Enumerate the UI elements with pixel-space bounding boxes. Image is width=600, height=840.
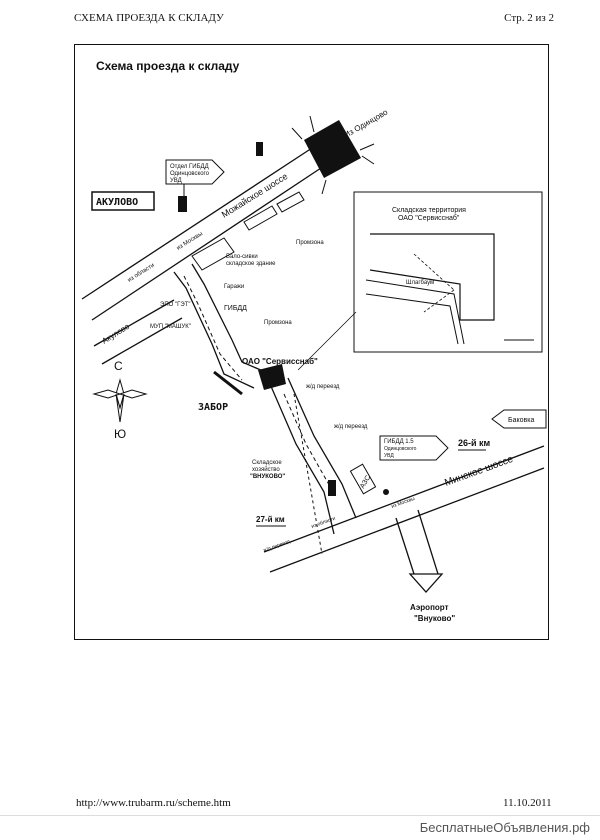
label-bala-2: складское здание — [226, 261, 276, 267]
map-svg: Схема проезда к складу Из Одинцово Можай… — [74, 44, 549, 640]
footer-date: 11.10.2011 — [503, 797, 552, 809]
akulovo-road — [93, 299, 183, 365]
route-map: Схема проезда к складу Из Одинцово Можай… — [74, 44, 549, 640]
label-farm-1: Складское — [252, 460, 282, 466]
label-akulovo-road: Акулово — [100, 322, 131, 346]
page-number: Стр. 2 из 2 — [504, 12, 554, 24]
label-km27: 27-й км — [256, 515, 285, 524]
traffic-light-icon-2 — [256, 142, 263, 156]
label-farm-2: хозяйство — [252, 466, 280, 473]
route-line-2 — [283, 393, 333, 491]
label-rail-crossing: ж/д переезд — [306, 384, 340, 390]
railway-line — [293, 393, 323, 555]
label-gibdd-15-3: УВД — [384, 453, 394, 459]
label-farm-3: "ВНУКОВО" — [250, 474, 285, 480]
label-north: С — [114, 359, 123, 373]
route-line-1 — [183, 275, 243, 381]
fence-line — [213, 370, 243, 396]
label-zabor: ЗАБОР — [198, 402, 228, 413]
label-servissnab: ОАО "Сервисснаб" — [242, 357, 318, 366]
rays-icon — [291, 115, 375, 195]
compass-icon — [92, 378, 148, 423]
servissnab-block — [258, 364, 286, 390]
label-from-moscow-bot: из Москвы — [391, 496, 416, 510]
odintsovo-block — [304, 120, 361, 178]
label-bala-1: Бало-сивки — [226, 254, 258, 260]
label-garages: Гаражи — [224, 284, 244, 290]
label-bakovka: Баковка — [508, 417, 534, 424]
label-promzona-mid: Промзона — [264, 320, 292, 326]
label-promzona-top: Промзона — [296, 240, 324, 246]
label-gibdd-odin-3: УВД — [170, 178, 182, 184]
label-mup: МУП "МАШУК" — [150, 324, 191, 330]
azs-box — [349, 463, 377, 495]
minskoe-highway — [263, 445, 545, 573]
label-south: Ю — [114, 427, 126, 441]
watermark: БесплатныеОбъявления.рф — [0, 815, 600, 840]
traffic-light-icon — [178, 196, 187, 212]
label-rail-crossing-3: ж/д переезд — [334, 424, 368, 430]
document-title: СХЕМА ПРОЕЗДА К СКЛАДУ — [74, 12, 224, 24]
inset-pointer — [297, 311, 357, 371]
label-shlagbaum: Шлагбаум — [406, 280, 434, 286]
label-km26: 26-й км — [458, 438, 491, 448]
label-gibdd-15-1: ГИБДД 1.5 — [384, 439, 414, 445]
label-from-odintsovo: Из Одинцово — [343, 107, 390, 139]
label-airport-1: Аэропорт — [410, 603, 449, 612]
label-epo: ЭПО "ГЭТ" — [160, 302, 190, 308]
label-gibdd-odin-2: Одинцовского — [170, 171, 210, 177]
label-rail-crossing-2: ж/д переезд — [263, 539, 291, 554]
label-wh-1: Складская территория — [392, 207, 466, 214]
akulovo-sign — [91, 191, 155, 211]
label-akulovo-sign: АКУЛОВО — [96, 197, 138, 208]
airport-road — [395, 509, 439, 575]
label-gibdd-mid: ГИБДД — [224, 305, 247, 312]
gibdd-odintsovo-sign — [165, 159, 225, 185]
label-gibdd-15-2: Одинцовского — [384, 446, 417, 452]
mozhaiskoe-highway — [81, 147, 325, 321]
traffic-light-icon-3 — [328, 480, 336, 496]
label-airport-2: "Внуково" — [414, 614, 455, 623]
buildings — [191, 191, 305, 271]
gibdd-15-sign — [379, 435, 449, 461]
connector-road — [269, 377, 357, 535]
label-gibdd-odin-1: Отдел ГИБДД — [170, 164, 209, 170]
map-border — [74, 44, 549, 640]
label-wh-2: ОАО "Сервисснаб" — [398, 214, 460, 222]
warehouse-inset: Складская территория ОАО "Сервисснаб" Шл… — [353, 191, 543, 353]
bakovka-sign — [491, 409, 547, 429]
access-road — [173, 263, 271, 389]
gibdd-post-icon — [383, 489, 389, 495]
footer-url: http://www.trubarm.ru/scheme.htm — [76, 797, 231, 809]
map-title: Схема проезда к складу — [96, 59, 240, 73]
arrow-down-icon — [408, 573, 444, 593]
